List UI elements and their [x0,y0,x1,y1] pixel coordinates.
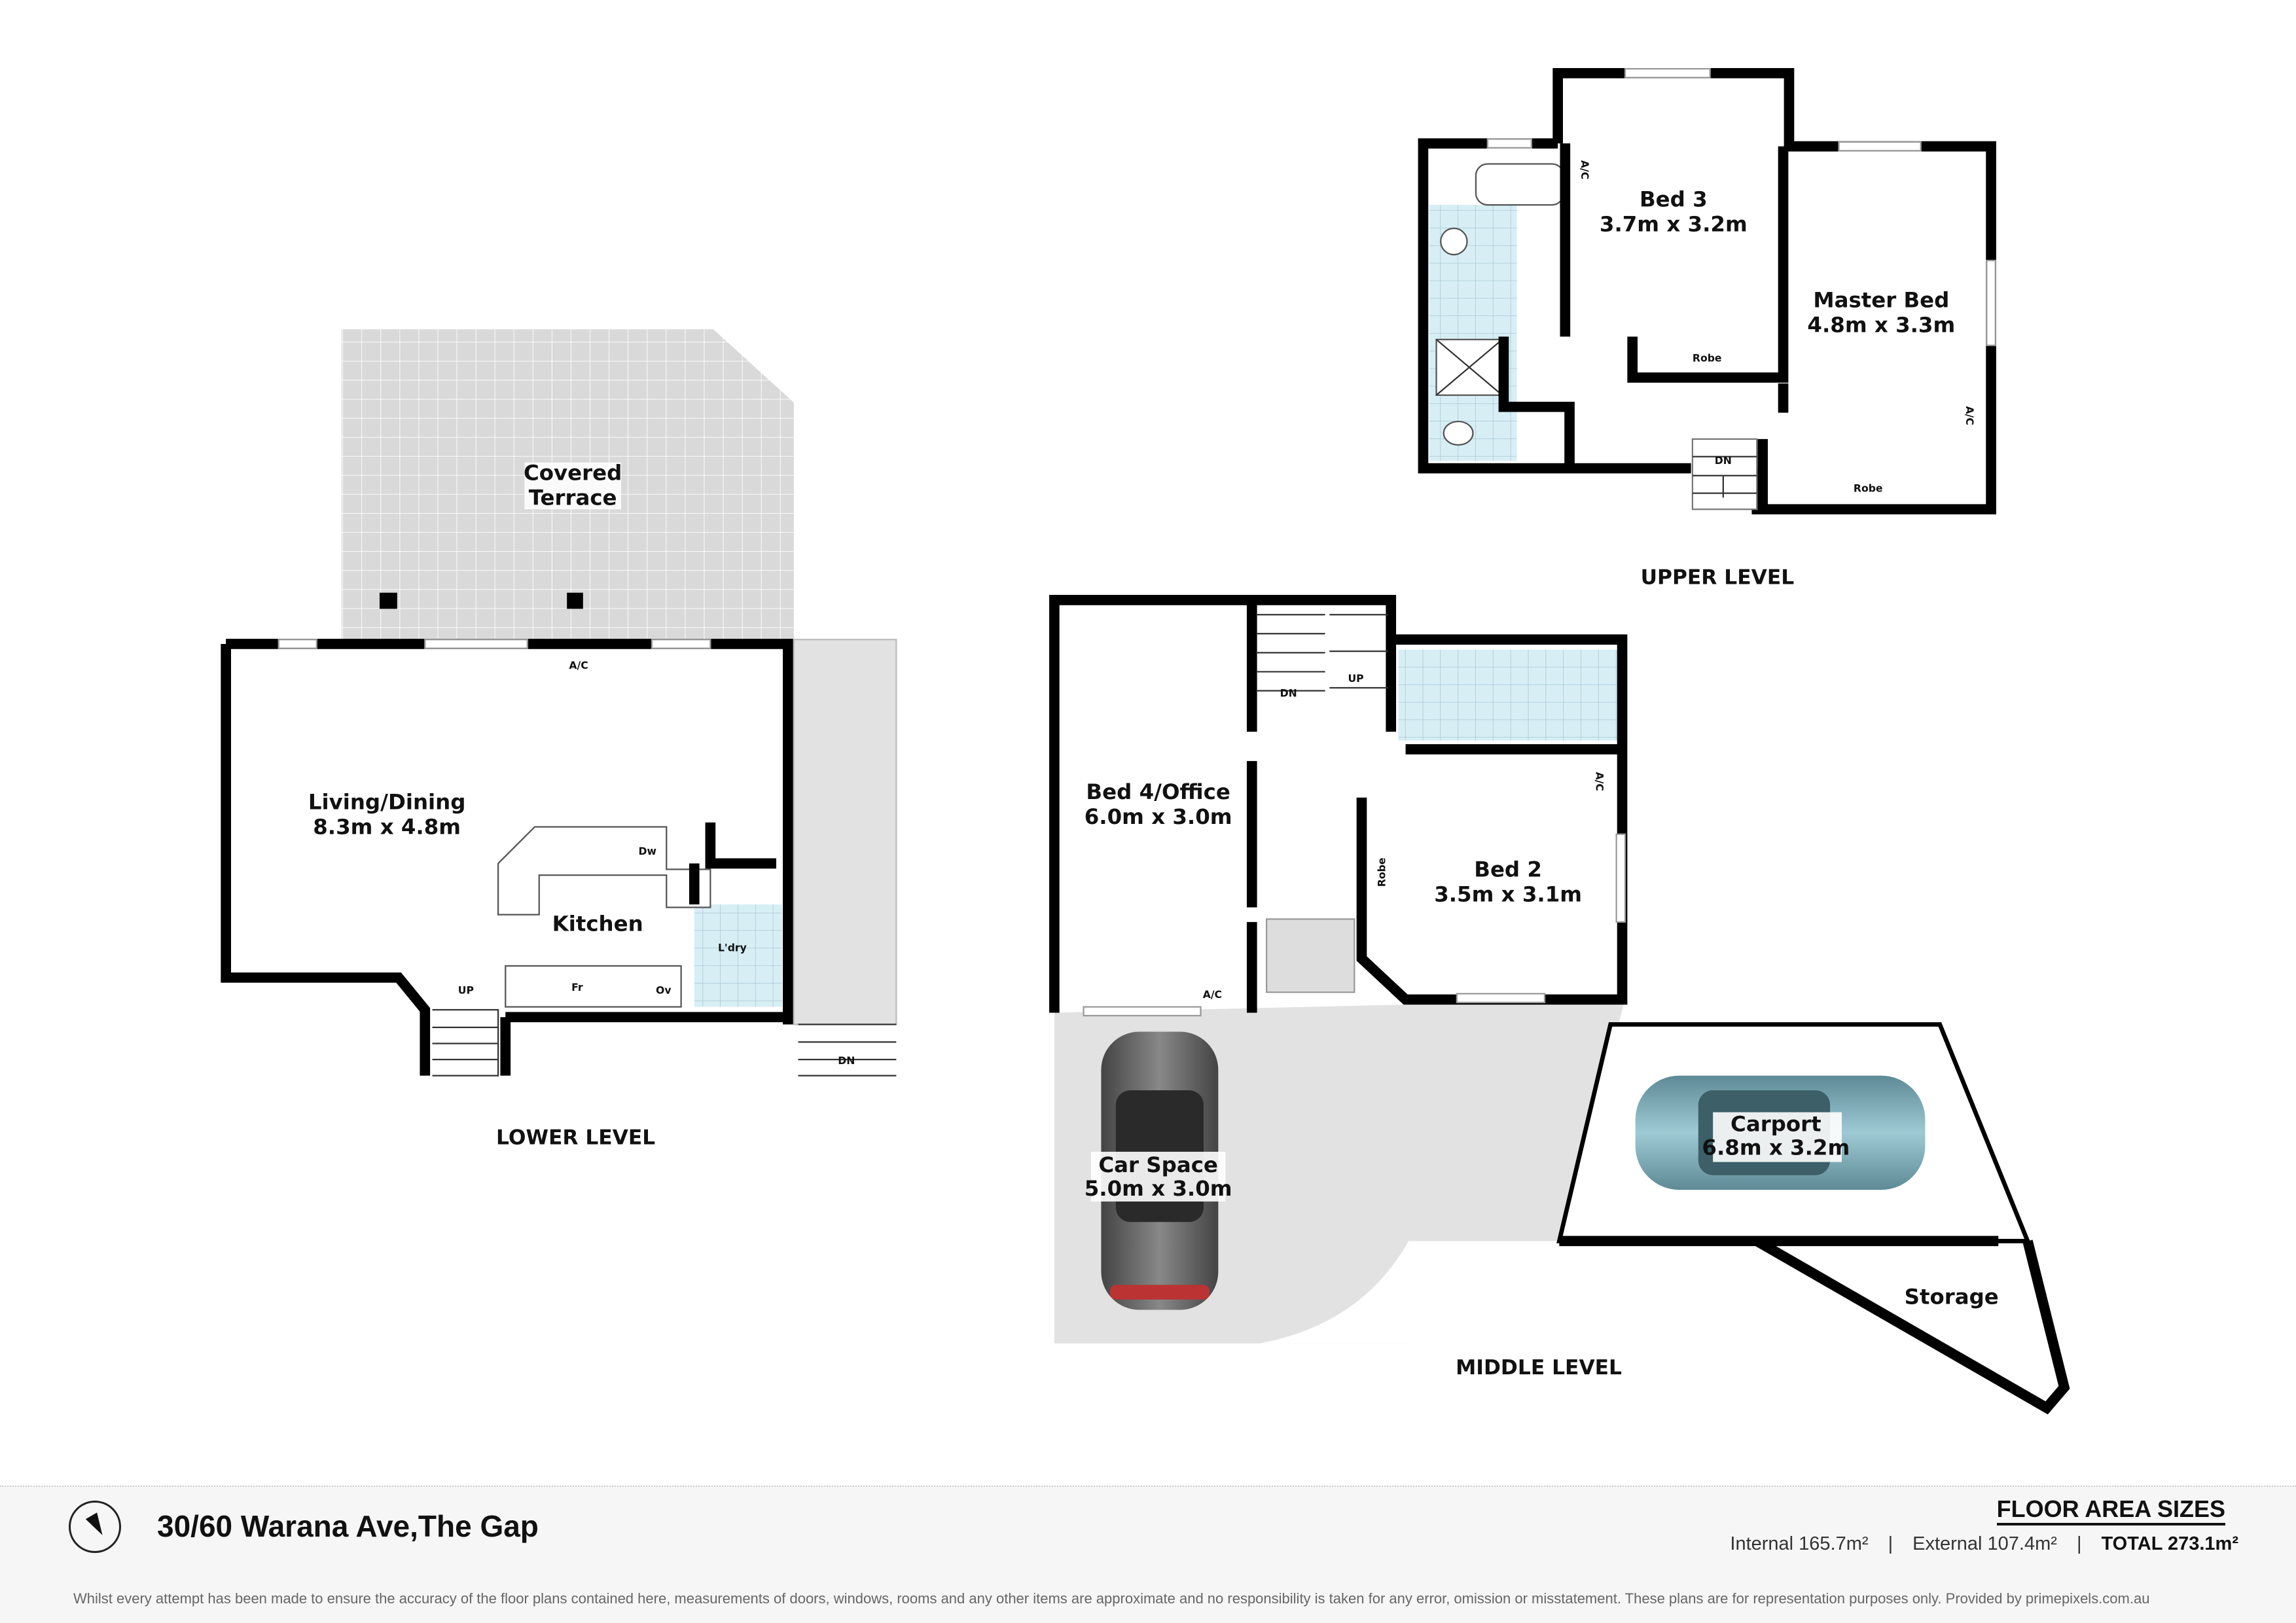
upper-level: DN Robe Robe A/C A/C Bed 3 3.7m x 3.2m M… [1418,67,1996,589]
fridge-label: Fr [571,981,583,993]
room-name-bed-4-office: Bed 4/Office [1086,779,1230,804]
room-name-living-dining: Living/Dining [308,790,466,815]
svg-text:DN: DN [1715,454,1732,467]
room-name-covered-terrace-2: Terrace [529,486,617,510]
ac-label: A/C [569,659,588,671]
storage-walls [1559,1236,2070,1415]
post [379,592,397,609]
laundry-label: L'dry [718,942,747,954]
room-name-covered-terrace: Covered [524,460,622,485]
room-name-storage: Storage [1905,1284,1999,1309]
window [1456,993,1546,1003]
label-backdrop [1713,1112,1842,1162]
window [1486,138,1533,149]
svg-text:UP: UP [458,984,474,996]
bathtub-icon [1475,163,1565,206]
oven-label: Ov [656,984,672,996]
window [1986,259,1996,346]
lower-walls [221,639,793,1076]
ac-label: A/C [1579,160,1591,179]
side-path-paving [793,639,897,1026]
room-name-bed-2: Bed 2 [1474,857,1542,882]
room-size-bed-4-office: 6.0m x 3.0m [1085,804,1232,829]
toilet-icon [1443,420,1474,446]
window [651,639,711,649]
robe-label: Robe [1375,858,1388,887]
middle-level: DN UP A/C A/C Robe Bed 4/Office 6.0m x 3.… [1049,595,2070,1415]
room-name-car-space: Car Space [1098,1152,1218,1177]
svg-text:UP: UP [1348,672,1363,685]
external-area: External 107.4m² [1912,1533,2057,1554]
basin-icon [1440,227,1468,256]
room-name-kitchen: Kitchen [552,911,643,936]
window [1838,141,1922,152]
post [567,592,583,609]
label-backdrop [524,462,621,510]
landing-tiles [1266,918,1355,993]
room-size-bed-3: 3.7m x 3.2m [1600,211,1748,236]
level-title-lower: LOWER LEVEL [496,1126,655,1150]
dishwasher-label: Dw [638,845,656,857]
window [278,639,317,649]
window [1615,833,1626,923]
lower-level: UP DN A/C Dw Fr Ov L'dry Covered Terrace… [221,329,897,1150]
level-title-upper: UPPER LEVEL [1641,565,1795,589]
window [424,639,528,649]
bathroom-tiles [1398,649,1618,741]
driveway-curve [1259,1241,1409,1344]
shower-icon [1435,338,1503,396]
room-size-car-space: 5.0m x 3.0m [1085,1176,1232,1201]
robe-label: Robe [1854,482,1883,494]
room-size-master-bed: 4.8m x 3.3m [1807,313,1955,338]
kitchen-bench-back [505,965,682,1008]
disclaimer: Whilst every attempt has been made to en… [73,1590,2150,1607]
laundry-tiles [694,904,782,1007]
window [1083,1006,1202,1017]
level-title-middle: MIDDLE LEVEL [1456,1356,1622,1380]
room-name-carport: Carport [1731,1112,1821,1137]
window [1624,67,1711,79]
svg-text:DN: DN [1280,687,1297,699]
stairs-lower-dn: DN [798,1024,897,1077]
stairs-lower-up: UP [432,984,499,1077]
label-backdrop [1090,1151,1226,1202]
kitchen-bench [497,826,711,916]
floor-area-values: Internal 165.7m²|External 107.4m²|TOTAL … [1730,1533,2238,1554]
ac-label: A/C [1593,772,1605,791]
total-area: TOTAL 273.1m² [2101,1533,2238,1554]
room-name-bed-3: Bed 3 [1640,187,1708,211]
internal-area: Internal 165.7m² [1730,1533,1869,1554]
svg-text:DN: DN [838,1054,855,1067]
room-name-master-bed: Master Bed [1813,288,1949,313]
room-size-living-dining: 8.3m x 4.8m [313,815,461,840]
north-compass-icon [69,1501,121,1553]
stairs-middle: DN UP [1256,614,1388,699]
footer [0,1486,2296,1623]
stairs-upper: DN [1691,438,1758,510]
floor-area-title: FLOOR AREA SIZES [1996,1495,2225,1525]
upper-interior-walls [1498,143,1789,510]
ac-label: A/C [1964,406,1976,425]
ac-label: A/C [1203,988,1222,1001]
middle-walls [1049,595,1628,1013]
room-size-carport: 6.8m x 3.2m [1702,1135,1850,1160]
property-address: 30/60 Warana Ave,The Gap [157,1509,539,1543]
robe-label: Robe [1693,351,1722,364]
room-size-bed-2: 3.5m x 3.1m [1434,882,1582,907]
